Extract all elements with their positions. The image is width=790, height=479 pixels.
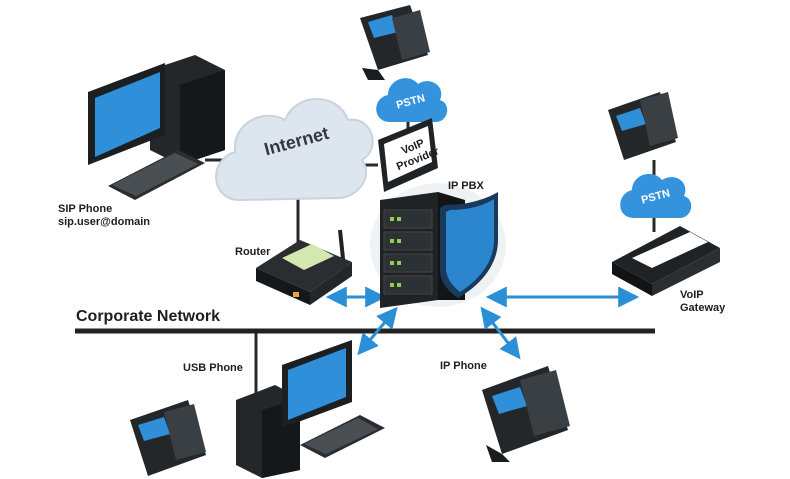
voip-gateway-label: VoIP Gateway: [680, 289, 725, 315]
router-label: Router: [235, 246, 271, 258]
corporate-network-label: Corporate Network: [76, 308, 221, 325]
ip-pbx-server: [370, 183, 506, 308]
usb-computer: [236, 340, 385, 478]
voip-gateway-line2: Gateway: [680, 302, 726, 314]
arrows: [325, 286, 640, 360]
sip-phone-label: SIP Phone sip.user@domain: [58, 203, 150, 229]
voip-gateway-device: [612, 226, 720, 296]
sip-computer: [88, 55, 225, 200]
ip-pbx-label: IP PBX: [448, 180, 484, 192]
right-phone: [608, 92, 678, 160]
pstn-cloud-top: [376, 78, 448, 122]
arrow-pbx-ipphone: [480, 306, 521, 360]
ip-phone-label: IP Phone: [440, 360, 487, 372]
pstn-cloud-right: [620, 173, 692, 218]
voip-gateway-line1: VoIP: [680, 289, 704, 301]
sip-phone-line2: sip.user@domain: [58, 216, 151, 228]
voip-provider-device: [378, 118, 438, 192]
top-phone: [360, 5, 430, 80]
internet-cloud: [215, 98, 374, 202]
router-device: [256, 229, 352, 305]
sip-phone-line1: SIP Phone: [58, 203, 113, 215]
arrow-pbx-usb: [357, 306, 398, 356]
ip-phone: [482, 366, 570, 462]
usb-phone: [130, 400, 206, 476]
usb-phone-label: USB Phone: [183, 362, 243, 374]
